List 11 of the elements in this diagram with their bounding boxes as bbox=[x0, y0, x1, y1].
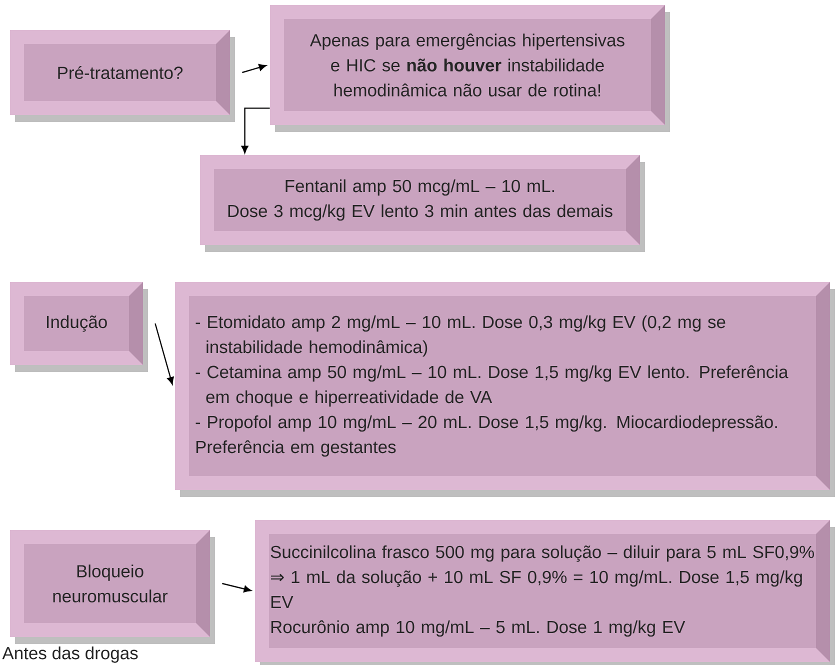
process-box: - Etomidato amp 2 mg/mL – 10 mL. Dose 0,3 mg/kg EV (0,2 mg se instabilidade hemodinâmica) - Cetamina amp 50 mg/mL – 10 mL. Dose 1,5 mg/kg EV lento. Preferência em choque e hiperreatividade de VA - Propofol amp 10 mg/mL – 20 mL. Dose 1,5 mg/kg. Miocardiodepressão. Preferência em gestantes bbox=[175, 282, 835, 497]
process-box: Indução bbox=[10, 282, 148, 372]
arrow bbox=[242, 64, 266, 74]
process-box: Pré-tratamento? bbox=[10, 30, 235, 122]
arrow bbox=[241, 108, 270, 154]
process-box: Fentanil amp 50 mcg/mL – 10 mL. Dose 3 mcg/kg EV lento 3 min antes das demais bbox=[200, 155, 645, 252]
arrow bbox=[154, 323, 174, 385]
arrow bbox=[222, 582, 252, 592]
process-box: Apenas para emergências hipertensivas e HIC se não houver instabilidade hemodinâmica não usar de rotina! bbox=[270, 5, 670, 132]
process-box: Succinilcolina frasco 500 mg para solução – diluir para 5 mL SF0,9% ⇒ 1 mL da solução + 10 mL SF 0,9% = 10 mg/mL. Dose 1,5 mg/kg EV Rocurônio amp 10 mg/mL – 5 mL. Dose 1 mg/kg EV bbox=[255, 520, 835, 665]
process-box: Bloqueio neuromuscular bbox=[10, 530, 215, 644]
